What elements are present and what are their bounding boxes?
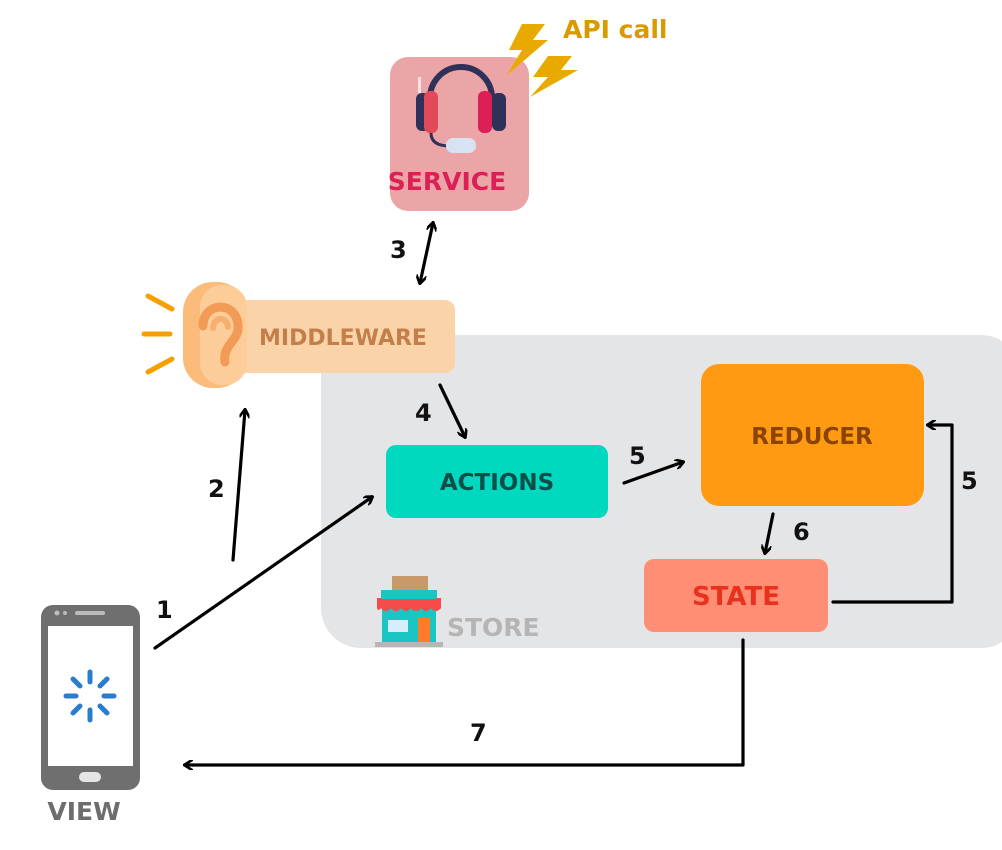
state-label: STATE xyxy=(692,582,780,612)
loading-spinner-icon xyxy=(63,669,117,723)
headset-icon xyxy=(416,64,506,153)
arrow-5 xyxy=(622,462,683,485)
arrow-6 xyxy=(765,512,775,553)
ear-icon xyxy=(183,282,247,388)
middleware-label: MIDDLEWARE xyxy=(259,326,427,351)
view-label: VIEW xyxy=(47,797,120,826)
api-call-label: API call xyxy=(563,15,668,44)
step-6-label: 6 xyxy=(793,518,810,546)
store-label: STORE xyxy=(447,613,540,642)
actions-label: ACTIONS xyxy=(440,470,554,496)
step-4-label: 4 xyxy=(415,399,432,427)
arrow-7 xyxy=(185,638,745,765)
smartphone-icon xyxy=(41,605,140,790)
sound-lines xyxy=(141,293,175,375)
arrow-4 xyxy=(438,383,465,437)
service-label: SERVICE xyxy=(388,167,506,196)
step-5-reducer-label: 5 xyxy=(629,442,646,470)
arrows xyxy=(153,223,954,765)
arrow-2 xyxy=(231,410,245,562)
arrow-5-loop xyxy=(831,425,954,604)
lightning-icon xyxy=(506,24,578,97)
step-3-label: 3 xyxy=(390,236,407,264)
step-1-label: 1 xyxy=(156,596,173,624)
shop-icon xyxy=(375,576,443,647)
step-2-label: 2 xyxy=(208,475,225,503)
arrow-1 xyxy=(153,497,372,650)
step-5-loop-label: 5 xyxy=(961,467,978,495)
middleware-node: MIDDLEWARE xyxy=(141,282,455,388)
reducer-node: REDUCER xyxy=(701,364,924,506)
step-7-label: 7 xyxy=(470,719,487,747)
service-node: SERVICE xyxy=(388,57,529,211)
actions-node: ACTIONS xyxy=(386,445,608,518)
reducer-label: REDUCER xyxy=(751,424,873,450)
state-node: STATE xyxy=(644,559,828,632)
arrow-3 xyxy=(420,223,433,283)
